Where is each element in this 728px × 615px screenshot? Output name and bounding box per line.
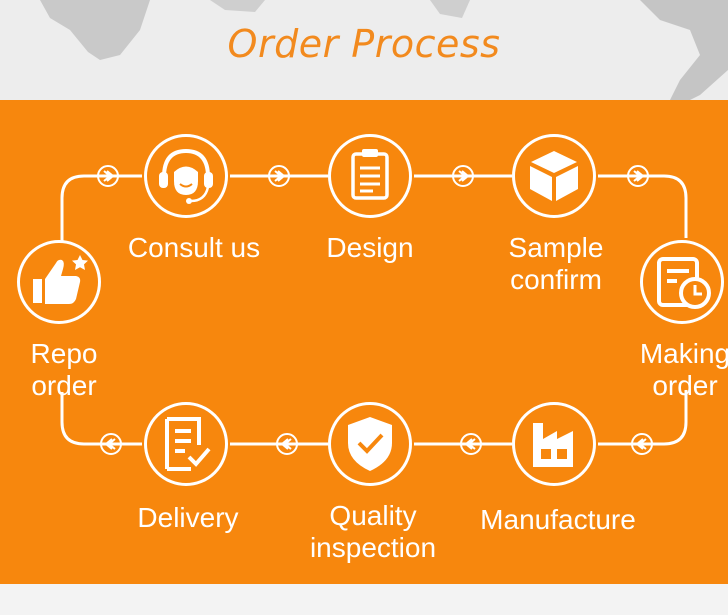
factory-icon bbox=[533, 423, 573, 467]
step-consult-us-label: Consult us bbox=[127, 232, 261, 263]
step-making-order-line1: Making bbox=[639, 338, 728, 369]
step-making-order-line2: order bbox=[652, 370, 718, 401]
header: Order Process bbox=[0, 0, 728, 100]
arrow-right-icon bbox=[452, 165, 474, 187]
step-repo-order-line2: order bbox=[31, 370, 97, 401]
process-panel: Consult us Design Sample confirm bbox=[0, 100, 728, 584]
step-sample-confirm-line2: confirm bbox=[510, 264, 602, 295]
step-delivery-node bbox=[144, 402, 228, 486]
step-quality-inspection-line2: inspection bbox=[309, 532, 437, 563]
step-manufacture-label: Manufacture bbox=[480, 504, 636, 535]
clipboard-icon bbox=[351, 149, 389, 200]
page-title: Order Process bbox=[227, 22, 501, 66]
schedule-clock-icon bbox=[657, 257, 711, 309]
step-delivery-label: Delivery bbox=[137, 502, 239, 533]
headset-support-icon bbox=[159, 148, 213, 204]
package-box-icon bbox=[530, 151, 578, 201]
step-quality-inspection-node bbox=[328, 402, 412, 486]
step-quality-inspection-label: Quality inspection bbox=[290, 500, 456, 564]
arrow-right-icon bbox=[268, 165, 290, 187]
arrow-left-icon bbox=[100, 433, 122, 455]
step-sample-confirm-node bbox=[512, 134, 596, 218]
step-design-label: Design bbox=[326, 232, 414, 263]
step-making-order-label: Making order bbox=[620, 338, 728, 402]
step-repo-order-label: Repo order bbox=[0, 338, 128, 402]
arrow-left-icon bbox=[276, 433, 298, 455]
arrow-right-icon bbox=[627, 165, 649, 187]
step-repo-order-line1: Repo bbox=[30, 338, 98, 369]
checklist-document-icon bbox=[165, 417, 211, 471]
arrow-right-icon bbox=[97, 165, 119, 187]
world-map-background bbox=[40, 0, 728, 100]
step-sample-confirm-label: Sample confirm bbox=[476, 232, 636, 296]
step-repo-order-node bbox=[17, 240, 101, 324]
shield-check-icon bbox=[348, 417, 392, 471]
arrow-left-icon bbox=[460, 433, 482, 455]
step-manufacture-node bbox=[512, 402, 596, 486]
step-making-order-node bbox=[640, 240, 724, 324]
arrow-left-icon bbox=[631, 433, 653, 455]
footer-strip bbox=[0, 584, 728, 615]
step-sample-confirm-line1: Sample bbox=[508, 232, 604, 263]
thumbs-up-star-icon bbox=[33, 255, 88, 304]
step-quality-inspection-line1: Quality bbox=[329, 500, 417, 531]
connector-lines bbox=[60, 174, 688, 446]
step-consult-us-node bbox=[144, 134, 228, 218]
step-design-node bbox=[328, 134, 412, 218]
